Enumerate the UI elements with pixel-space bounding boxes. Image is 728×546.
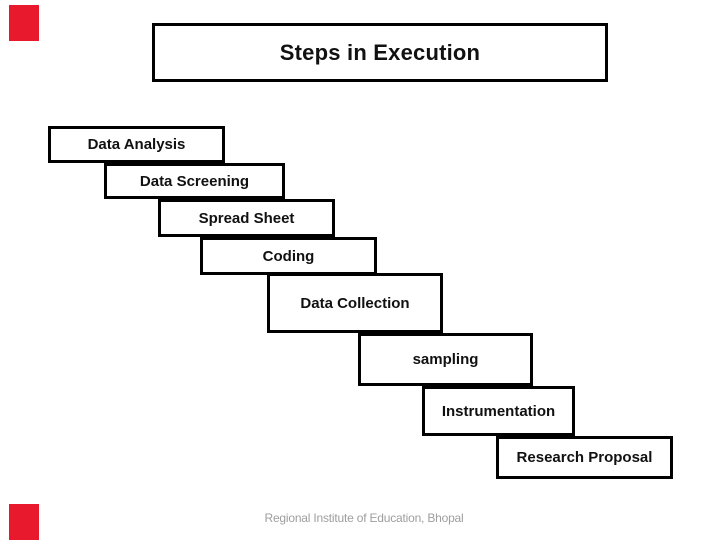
footer-text: Regional Institute of Education, Bhopal: [264, 511, 464, 525]
step-label: sampling: [412, 351, 479, 368]
step-label: Coding: [262, 247, 315, 265]
step-label: Data Analysis: [87, 136, 186, 153]
step-label: Spread Sheet: [198, 209, 295, 227]
step-label: Data Screening: [139, 172, 250, 190]
step-box-data-analysis: Data Analysis: [48, 126, 225, 163]
step-label: Data Collection: [300, 294, 410, 312]
red-accent-bar-bottom: [9, 504, 39, 540]
step-box-spread-sheet: Spread Sheet: [158, 199, 335, 237]
red-accent-bar-top: [9, 5, 39, 41]
step-box-sampling: sampling: [358, 333, 533, 386]
step-box-data-screening: Data Screening: [104, 163, 285, 199]
step-label: Instrumentation: [441, 402, 556, 420]
step-box-coding: Coding: [200, 237, 377, 275]
step-label: Research Proposal: [516, 449, 653, 466]
step-box-instrumentation: Instrumentation: [422, 386, 575, 436]
step-box-data-collection: Data Collection: [267, 273, 443, 333]
slide-title-box: Steps in Execution: [152, 23, 608, 82]
slide-title: Steps in Execution: [279, 39, 481, 65]
step-box-research-proposal: Research Proposal: [496, 436, 673, 479]
